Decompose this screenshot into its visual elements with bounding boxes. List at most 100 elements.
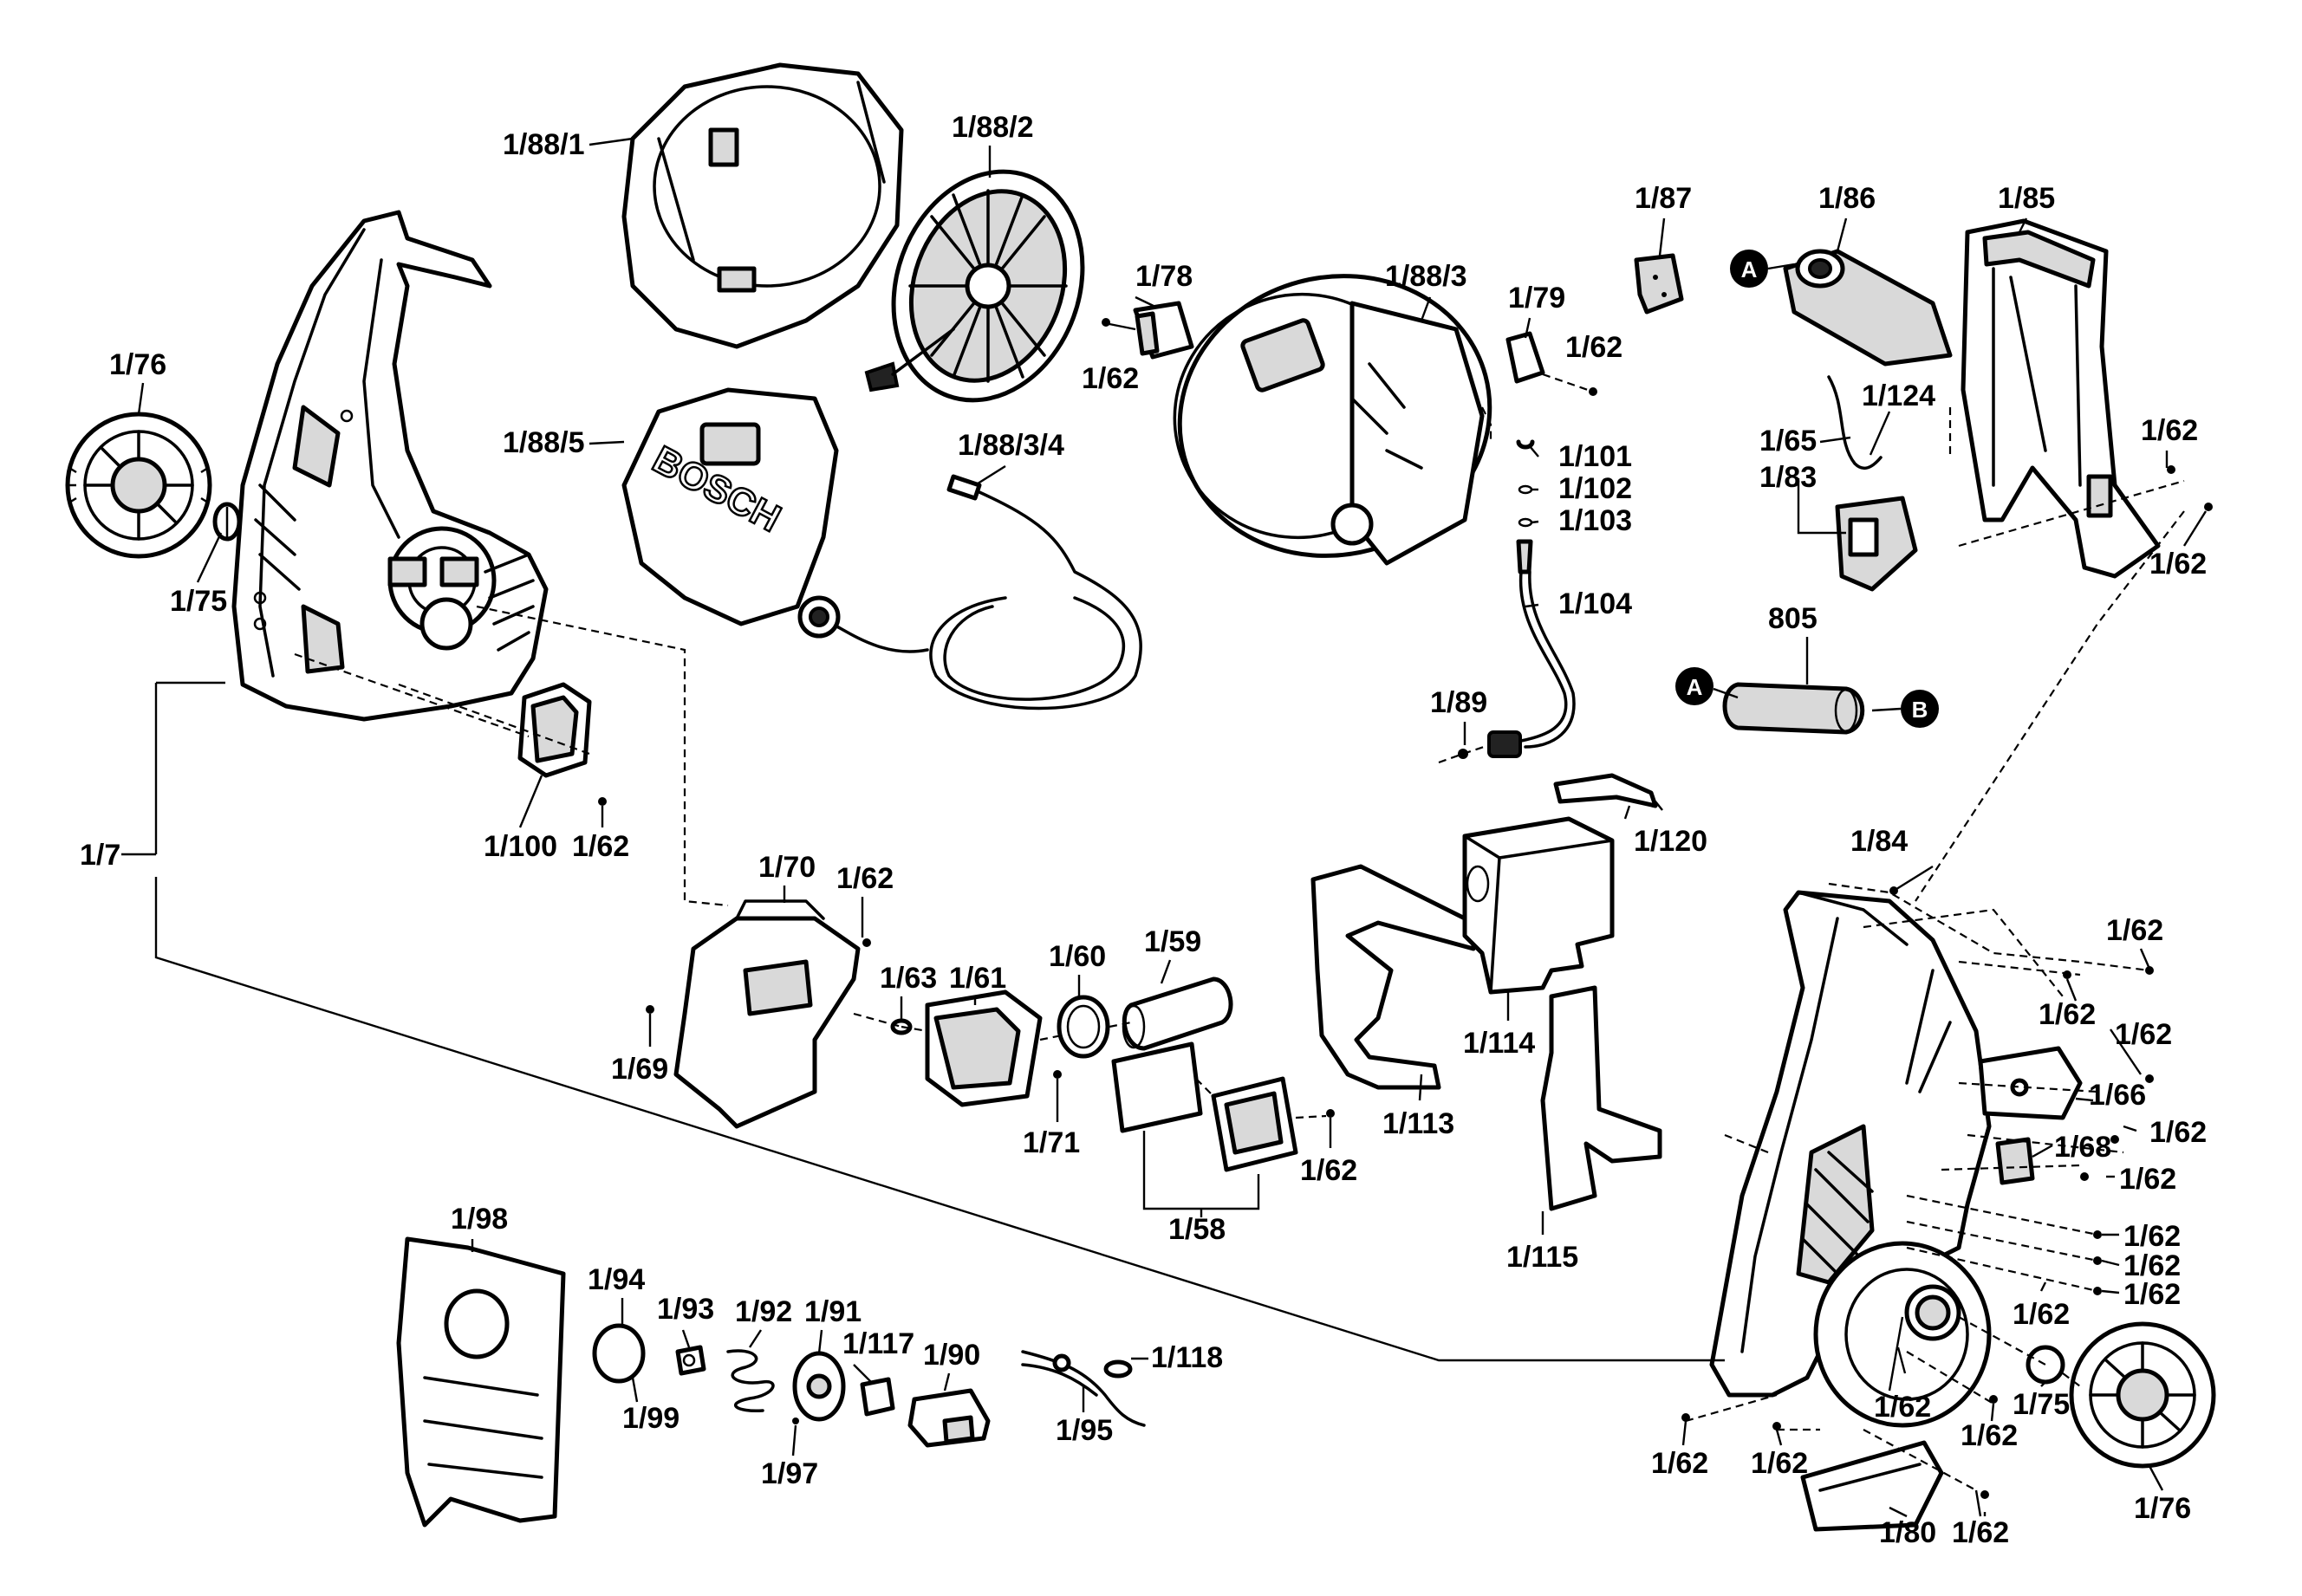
assembly-lines	[121, 406, 2185, 1491]
part-label-l-117: 1/117	[842, 1327, 914, 1360]
part-label-l-94: 1/94	[588, 1263, 645, 1296]
part-label-l-62-b: 1/62	[1565, 331, 1622, 364]
motor-cover-front-part: BOSCH	[621, 387, 839, 626]
foot-80-part	[1800, 1440, 1944, 1532]
part-label-l-98: 1/98	[451, 1203, 508, 1236]
part-label-l-62-u: 1/62	[1952, 1516, 2009, 1549]
part-label-l-80: 1/80	[1879, 1516, 1936, 1549]
hub-cap-right-part	[2026, 1345, 2065, 1385]
part-label-l-62-t: 1/62	[1751, 1447, 1808, 1480]
grip-87-part	[1634, 253, 1684, 315]
part-label-l-124: 1/124	[1862, 380, 1935, 412]
marker-b-hose: B	[1871, 690, 1939, 728]
part-label-l-62-k: 1/62	[2119, 1163, 2176, 1196]
part-label-l-7: 1/7	[80, 839, 120, 872]
part-label-l-99: 1/99	[622, 1402, 680, 1435]
part-label-l-62-l: 1/62	[1300, 1154, 1357, 1187]
part-label-l-62-r: 1/62	[1961, 1419, 2018, 1452]
part-label-l-805: 805	[1768, 602, 1818, 635]
part-label-l-88-1: 1/88/1	[503, 128, 585, 161]
part-label-l-62-h: 1/62	[2039, 998, 2096, 1031]
wheel-right-part	[2069, 1321, 2216, 1469]
part-label-l-86: 1/86	[1818, 182, 1876, 215]
foam-114-part	[1462, 816, 1615, 995]
part-label-l-88-2: 1/88/2	[952, 111, 1034, 144]
clip-68-part	[1995, 1137, 2035, 1185]
part-label-l-66: 1/66	[2089, 1079, 2146, 1112]
part-label-l-120: 1/120	[1634, 825, 1707, 858]
part-label-l-95: 1/95	[1056, 1414, 1113, 1447]
part-label-l-71: 1/71	[1023, 1126, 1080, 1159]
svg-text:A: A	[1741, 256, 1758, 282]
part-label-l-118: 1/118	[1151, 1341, 1223, 1374]
part-label-l-59: 1/59	[1144, 925, 1201, 958]
part-label-l-62-e: 1/62	[572, 830, 629, 863]
motor-cover-rear-part	[621, 62, 904, 349]
part-label-l-75-b: 1/75	[2013, 1388, 2070, 1421]
part-label-l-58: 1/58	[1168, 1213, 1226, 1246]
part-label-l-92: 1/92	[735, 1295, 792, 1328]
tube-124-part	[1827, 375, 1883, 470]
detergent-tank-part	[1783, 249, 1953, 367]
marker-a-hose: A	[1675, 667, 1739, 705]
plate-91-part	[792, 1351, 846, 1424]
right-housing-part	[1709, 890, 1992, 1428]
part-label-l-62-p: 1/62	[2013, 1298, 2070, 1331]
pump-cover-70-part	[646, 899, 871, 1129]
part-label-l-62-n: 1/62	[2123, 1249, 2181, 1282]
knob-93-part	[675, 1345, 706, 1376]
part-label-l-63: 1/63	[880, 962, 937, 995]
cap-94-part	[592, 1323, 646, 1384]
part-label-l-88-3: 1/88/3	[1385, 260, 1467, 293]
part-label-l-62-s: 1/62	[1651, 1447, 1708, 1480]
part-label-l-89: 1/89	[1430, 686, 1487, 719]
clip-78-part	[1102, 301, 1194, 360]
part-label-l-88-3-4: 1/88/3/4	[958, 429, 1064, 462]
left-housing-part	[231, 210, 549, 722]
clip-79-part	[1505, 331, 1597, 396]
part-label-l-114: 1/114	[1463, 1027, 1535, 1060]
part-label-l-62-d: 1/62	[2149, 548, 2207, 581]
cover-66-part	[1978, 1046, 2083, 1120]
part-label-l-91: 1/91	[804, 1295, 862, 1328]
switch-61-part	[925, 989, 1062, 1107]
part-label-l-85: 1/85	[1998, 182, 2055, 215]
cover-100-part	[517, 682, 607, 806]
part-label-l-68: 1/68	[2054, 1131, 2111, 1164]
seal-58-part	[1111, 1041, 1335, 1217]
part-label-l-103: 1/103	[1558, 504, 1632, 537]
part-label-l-83: 1/83	[1759, 461, 1817, 494]
part-label-l-76-a: 1/76	[109, 348, 166, 381]
part-label-l-62-g: 1/62	[2106, 914, 2163, 947]
ring-118-part	[1103, 1359, 1133, 1379]
part-label-l-62-o: 1/62	[2123, 1278, 2181, 1311]
foam-120-part	[1553, 773, 1658, 808]
part-label-l-69: 1/69	[611, 1053, 668, 1086]
wheel-left-part	[65, 412, 212, 559]
part-label-l-78: 1/78	[1135, 260, 1193, 293]
part-label-l-62-a: 1/62	[1082, 362, 1139, 395]
part-label-l-88-5: 1/88/5	[503, 426, 585, 459]
switch-90-part	[907, 1388, 991, 1448]
hose-805-part	[1722, 682, 1865, 735]
part-label-l-62-q: 1/62	[1874, 1391, 1931, 1424]
part-label-l-87: 1/87	[1635, 182, 1692, 215]
screws-right	[1681, 465, 2213, 1499]
part-label-l-60: 1/60	[1049, 940, 1106, 973]
part-label-l-104: 1/104	[1558, 587, 1632, 620]
wire-95-part	[1021, 1350, 1146, 1427]
part-label-l-100: 1/100	[484, 830, 557, 863]
part-label-l-90: 1/90	[923, 1339, 980, 1372]
bracket-83-part	[1835, 496, 1918, 592]
motor-housing-part	[1173, 274, 1492, 566]
part-label-l-102: 1/102	[1558, 472, 1632, 505]
part-label-l-101: 1/101	[1558, 440, 1632, 473]
part-label-l-79: 1/79	[1508, 282, 1565, 315]
part-label-l-62-i: 1/62	[2115, 1018, 2172, 1051]
seal-117-part	[860, 1377, 895, 1417]
part-label-l-84: 1/84	[1850, 825, 1908, 858]
capacitor-59-part	[1122, 976, 1233, 1051]
marker-a-tank: A	[1730, 250, 1795, 288]
